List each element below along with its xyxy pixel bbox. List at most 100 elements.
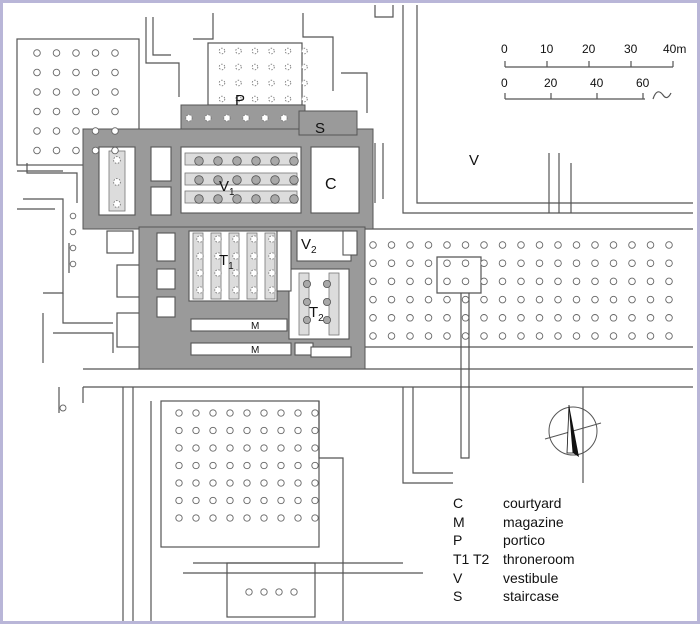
column <box>461 332 470 340</box>
column <box>369 241 377 249</box>
column <box>646 241 655 249</box>
column <box>226 514 234 522</box>
column <box>111 127 119 135</box>
column <box>268 269 276 277</box>
column <box>209 409 217 417</box>
column <box>406 332 414 340</box>
column <box>302 315 311 324</box>
column <box>646 314 655 322</box>
legend-value: throneroom <box>503 551 575 568</box>
column <box>261 114 269 122</box>
label-vestibule-1: V1 <box>219 178 235 198</box>
column <box>33 88 41 96</box>
column <box>194 156 204 166</box>
column <box>665 295 673 304</box>
column <box>535 332 544 340</box>
column <box>572 314 581 322</box>
column <box>213 156 223 166</box>
column <box>111 88 119 96</box>
scale-cubits-tick-1: 20 <box>544 76 558 90</box>
column <box>277 409 285 417</box>
columns <box>33 47 673 596</box>
column <box>517 314 525 322</box>
column <box>192 426 200 435</box>
column <box>243 461 251 470</box>
column <box>251 156 261 166</box>
column <box>111 146 119 155</box>
scale-metres-tick-3: 30 <box>624 42 638 56</box>
column <box>628 259 636 267</box>
column <box>175 496 183 505</box>
column <box>591 295 599 304</box>
scale-metres-tick-1: 10 <box>540 42 554 56</box>
column <box>250 269 258 277</box>
label-vestibule-2-sub: 2 <box>311 245 317 256</box>
column <box>517 277 525 286</box>
column <box>260 514 268 522</box>
column <box>52 88 61 96</box>
legend-value: vestibule <box>503 569 559 586</box>
column <box>33 146 41 155</box>
label-vestibule-1-sub: 1 <box>229 187 235 198</box>
column <box>322 315 331 324</box>
legend-value: magazine <box>503 513 564 530</box>
column <box>277 444 285 452</box>
column <box>646 295 655 304</box>
column <box>498 241 507 249</box>
column <box>218 47 226 55</box>
column <box>243 426 251 435</box>
column <box>196 269 204 277</box>
column <box>406 277 414 286</box>
column <box>480 241 488 249</box>
label-magazine-1: M <box>251 321 259 332</box>
column <box>554 332 562 340</box>
column <box>33 127 41 135</box>
column <box>226 461 234 470</box>
column <box>214 286 222 294</box>
column <box>646 277 655 286</box>
column <box>646 332 655 340</box>
column <box>232 235 240 243</box>
scale-metres-tick-0: 0 <box>501 42 508 56</box>
column <box>243 479 251 487</box>
column <box>498 259 507 267</box>
legend-key: V <box>453 569 463 586</box>
column <box>69 244 77 252</box>
column <box>461 241 470 249</box>
column <box>498 277 507 286</box>
column <box>294 426 302 435</box>
column <box>301 63 308 71</box>
column <box>480 314 488 322</box>
column <box>277 461 285 470</box>
column <box>235 47 242 55</box>
column <box>609 332 618 340</box>
column <box>192 496 200 505</box>
column <box>260 588 268 596</box>
column <box>609 277 618 286</box>
legend-value: staircase <box>503 588 560 605</box>
scale-bar-cubits: 0 20 40 60 <box>501 76 672 100</box>
column <box>232 286 240 294</box>
column <box>665 332 673 340</box>
cubit-glyph-icon <box>652 91 672 100</box>
column <box>535 295 544 304</box>
column <box>226 496 234 505</box>
column <box>226 426 234 435</box>
column <box>214 252 222 260</box>
column <box>572 241 581 249</box>
column <box>554 277 562 286</box>
column <box>498 332 507 340</box>
column <box>609 295 618 304</box>
column <box>91 88 100 96</box>
column <box>226 444 234 452</box>
scale-cubits-tick-0: 0 <box>501 76 508 90</box>
label-courtyard: C <box>325 176 337 193</box>
column <box>517 295 525 304</box>
column <box>192 444 200 452</box>
column <box>369 277 377 286</box>
column <box>284 95 292 103</box>
column <box>192 514 200 522</box>
column <box>311 496 319 505</box>
